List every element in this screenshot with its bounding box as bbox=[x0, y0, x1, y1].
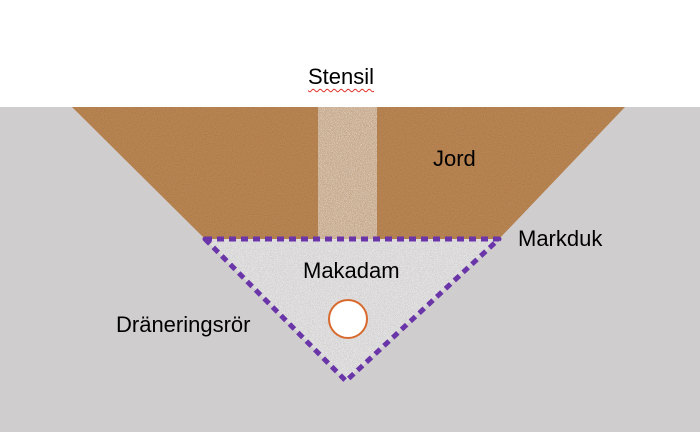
label-stensil: Stensil bbox=[308, 64, 375, 89]
label-jord: Jord bbox=[433, 146, 476, 171]
label-draneringsror: Dräneringsrör bbox=[116, 312, 251, 337]
gravel-column bbox=[318, 107, 377, 239]
label-markduk: Markduk bbox=[518, 226, 603, 251]
sky-background bbox=[0, 0, 700, 107]
label-makadam: Makadam bbox=[303, 258, 400, 283]
drain-pipe bbox=[328, 299, 368, 339]
fabric-outline bbox=[202, 236, 502, 384]
